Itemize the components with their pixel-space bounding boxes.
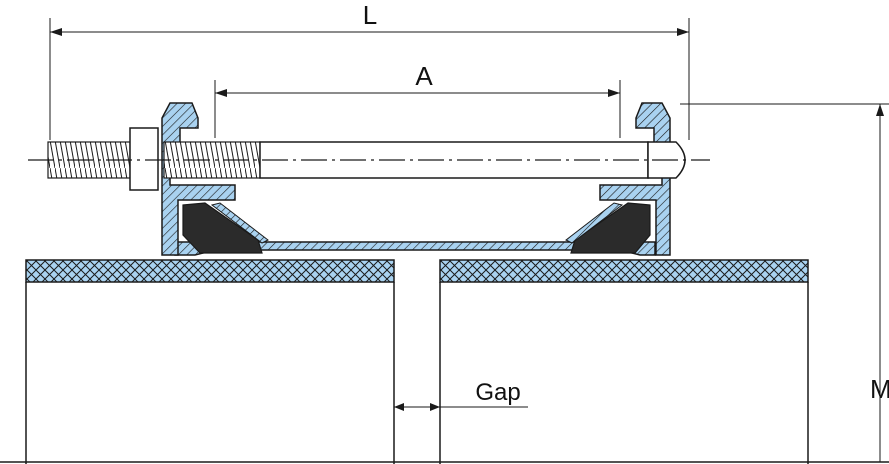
label-m: M	[870, 374, 889, 404]
left-pipe	[25, 259, 395, 464]
dimension-l: L	[49, 0, 690, 140]
dimension-m: M	[680, 103, 889, 462]
left-seal	[182, 202, 269, 254]
dimension-a: A	[214, 61, 621, 138]
label-a: A	[415, 61, 433, 91]
right-pipe	[439, 259, 809, 464]
dimension-gap: Gap	[394, 379, 528, 411]
nut	[129, 127, 159, 191]
right-seal	[565, 202, 651, 254]
bolt	[28, 127, 710, 191]
label-gap: Gap	[475, 379, 520, 406]
label-l: L	[363, 0, 377, 30]
